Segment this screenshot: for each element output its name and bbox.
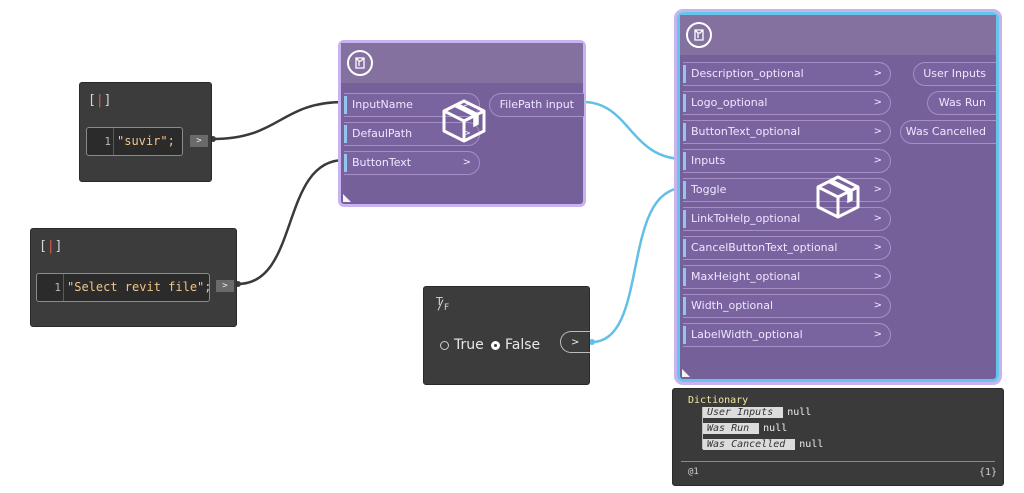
output-port[interactable]: > [216,280,234,292]
tree-line [702,407,703,449]
port-label: InputName [352,98,413,111]
chevron-right-icon: > [873,126,882,137]
port-label: MaxHeight_optional [691,270,801,283]
input-port-toggle[interactable]: Toggle > [683,178,891,202]
code-editor[interactable]: 1 "suvir"; [86,127,183,156]
resize-corner[interactable] [682,369,690,377]
input-port-defaulpath[interactable]: DefaulPath > [344,122,480,146]
port-label: FilePath input [499,98,574,111]
entry-value: null [787,407,812,418]
radio-true[interactable]: True [440,337,484,353]
input-port-width[interactable]: Width_optional > [683,294,891,318]
port-label: Width_optional [691,299,774,312]
input-port-labelwidth[interactable]: LabelWidth_optional > [683,323,891,347]
port-label: Logo_optional [691,96,768,109]
wire-code1-to-inputname [212,100,345,141]
input-port-logo[interactable]: Logo_optional > [683,91,891,115]
entry-key: Was Run [703,423,760,434]
boolean-icon-bottom: F [444,303,450,313]
chevron-right-icon: > [873,68,882,79]
entry-key: User Inputs [703,407,784,418]
chevron-right-icon: > [873,97,882,108]
file-dialog-node[interactable]: InputName > DefaulPath > ButtonText > Fi… [338,40,586,207]
radio-label: True [454,337,484,353]
entry-key: Was Cancelled [703,439,796,450]
node-header [341,43,583,83]
input-port-linktohelp[interactable]: LinkToHelp_optional > [683,207,891,231]
port-label: User Inputs [923,67,986,80]
output-port-was-cancelled[interactable]: Was Cancelled [900,120,996,144]
port-label: Was Run [938,96,986,109]
chevron-right-icon: > [462,128,471,139]
chevron-right-icon: > [873,184,882,195]
wire-code2-to-buttontext [237,158,345,286]
output-port-was-run[interactable]: Was Run [927,91,996,115]
code-block-node-2[interactable]: [|] 1 "Select revit file"; > [30,228,237,327]
input-port-cancelbuttontext[interactable]: CancelButtonText_optional > [683,236,891,260]
gutter-divider [113,128,114,155]
chevron-right-icon: > [873,213,882,224]
divider [681,461,995,462]
input-port-inputs[interactable]: Inputs > [683,149,891,173]
chevron-right-icon: > [873,300,882,311]
port-label: Was Cancelled [905,125,986,138]
output-port-filepath[interactable]: FilePath input [489,93,584,117]
port-label: LabelWidth_optional [691,328,803,341]
wire-boolean-to-toggle [591,186,685,344]
port-label: Inputs [691,154,726,167]
preview-type-label: Dictionary [688,395,749,406]
gutter-divider [63,274,64,301]
output-port-user-inputs[interactable]: User Inputs [913,62,996,86]
code-block-icon: [|] [39,239,63,254]
radio-selected-icon [491,340,500,350]
input-port-buttontext[interactable]: ButtonText > [344,151,480,175]
boolean-node[interactable]: T F True False > [423,286,590,385]
output-port[interactable]: > [190,135,208,147]
custom-node-icon [347,50,373,76]
code-text[interactable]: "suvir"; [117,134,175,148]
port-label: DefaulPath [352,127,413,140]
port-label: Toggle [691,183,727,196]
radio-circle-icon [440,340,449,350]
custom-node-icon [686,22,712,48]
code-editor[interactable]: 1 "Select revit file"; [36,273,212,302]
radio-false[interactable]: False [491,337,540,353]
code-block-node-1[interactable]: [|] 1 "suvir"; > [79,82,212,182]
code-text[interactable]: "Select revit file"; [67,280,212,294]
wire-filepath-to-inputs [582,100,685,161]
entry-value: null [763,423,788,434]
list-level: @1 [688,467,699,477]
port-label: ButtonText_optional [691,125,801,138]
resize-corner[interactable] [343,194,351,202]
chevron-right-icon: > [462,99,471,110]
node-header [680,15,996,55]
input-port-maxheight[interactable]: MaxHeight_optional > [683,265,891,289]
chevron-right-icon: > [873,242,882,253]
package-box-icon [442,99,486,143]
chevron-right-icon: > [873,155,882,166]
input-port-buttontext-optional[interactable]: ButtonText_optional > [683,120,891,144]
line-number: 1 [104,135,111,148]
item-count: {1} [978,467,997,478]
port-label: CancelButtonText_optional [691,241,838,254]
chevron-right-icon: > [873,271,882,282]
port-label: LinkToHelp_optional [691,212,801,225]
port-label: ButtonText [352,156,412,169]
chevron-right-icon: > [873,329,882,340]
code-block-icon: [|] [88,93,112,108]
input-port-description[interactable]: Description_optional > [683,62,891,86]
ui-inputs-node[interactable]: Description_optional > Logo_optional > B… [674,9,1002,385]
line-number: 1 [54,281,61,294]
entry-value: null [799,439,824,450]
boolean-icon-top: T [436,295,443,308]
output-port[interactable]: > [560,331,590,353]
port-label: Description_optional [691,67,804,80]
chevron-right-icon: > [462,157,471,168]
package-box-icon [816,175,860,219]
radio-label: False [505,337,541,353]
